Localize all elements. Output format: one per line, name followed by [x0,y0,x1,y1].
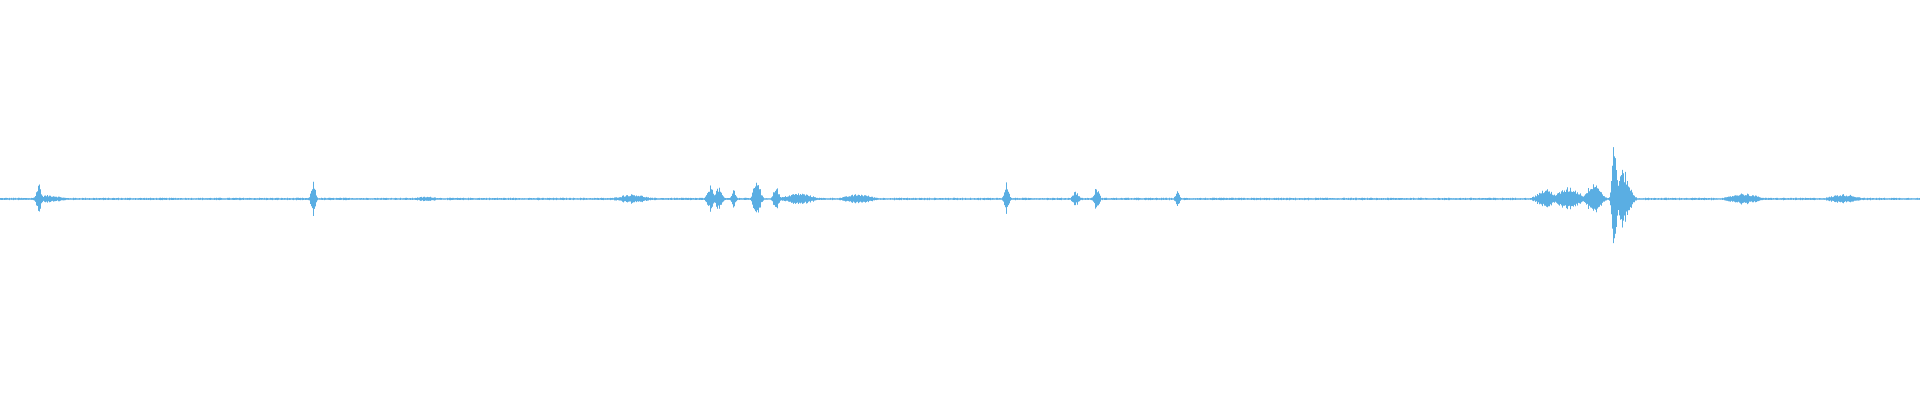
waveform-signal [0,147,1920,244]
